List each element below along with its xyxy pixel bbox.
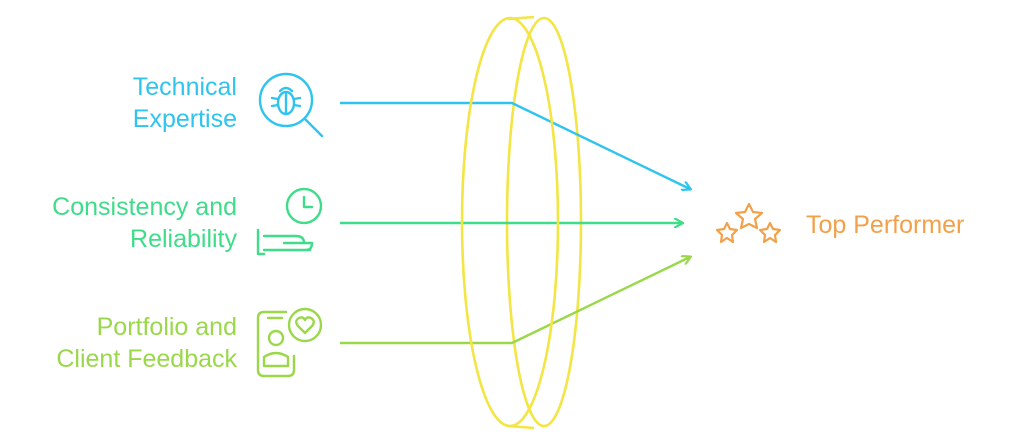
label-top-performer: Top Performer bbox=[806, 209, 964, 241]
label-portfolio-line1: Portfolio and bbox=[96, 313, 237, 341]
label-top-performer-text: Top Performer bbox=[806, 211, 965, 239]
label-portfolio-feedback: Portfolio and Client Feedback bbox=[56, 311, 237, 375]
label-technical-expertise: Technical Expertise bbox=[133, 71, 237, 135]
label-technical-line2: Expertise bbox=[132, 105, 237, 133]
bug-search-icon bbox=[258, 72, 324, 138]
profile-heart-icon bbox=[256, 307, 323, 378]
arrow-technical bbox=[340, 101, 690, 189]
label-technical-line1: Technical bbox=[132, 73, 237, 101]
label-consistency-line2: Reliability bbox=[130, 225, 237, 253]
lens-front-rim bbox=[460, 16, 560, 428]
clock-hand-icon bbox=[256, 187, 323, 256]
label-portfolio-line2: Client Feedback bbox=[56, 345, 237, 373]
label-consistency-reliability: Consistency and Reliability bbox=[52, 191, 237, 255]
stars-icon bbox=[715, 202, 782, 244]
label-consistency-line1: Consistency and bbox=[52, 193, 237, 221]
arrow-portfolio bbox=[340, 257, 690, 345]
